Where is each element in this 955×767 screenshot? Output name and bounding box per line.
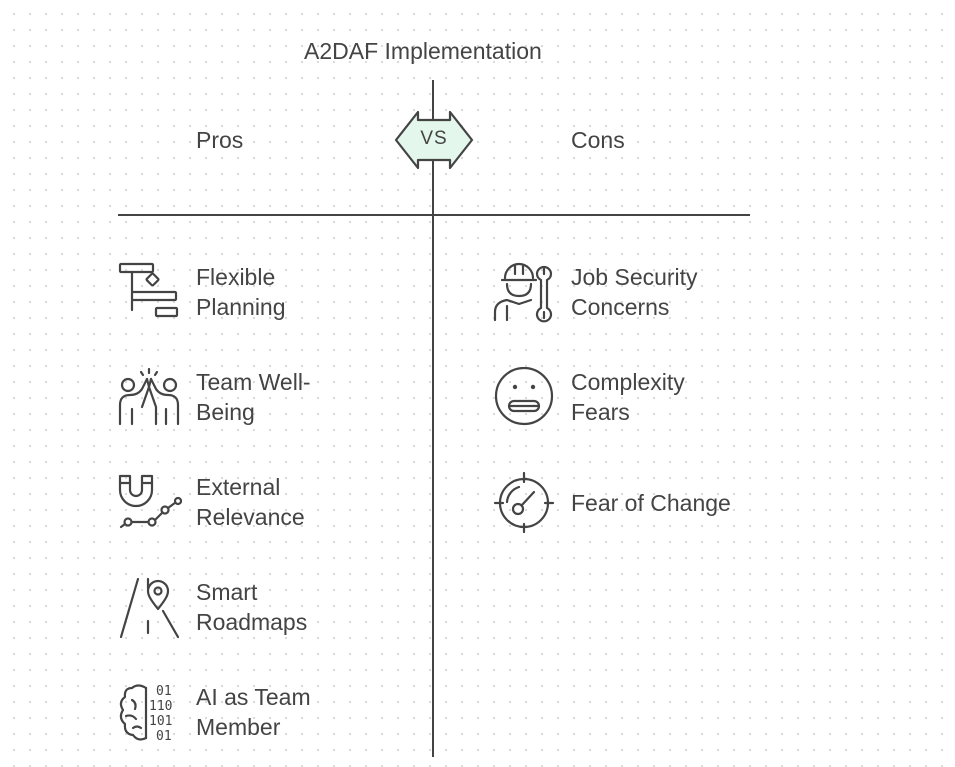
vs-label: VS [420, 128, 448, 149]
pro-label: Smart Roadmaps [196, 577, 396, 637]
pro-label-line2: Relevance [196, 504, 305, 530]
magnet-trend-icon [118, 472, 182, 536]
vs-badge-shape [394, 110, 474, 170]
pro-label-line1: Team Well- [196, 369, 311, 395]
svg-text:101: 101 [149, 714, 172, 729]
pro-label-line1: Flexible [196, 264, 276, 290]
pro-label-line2: Being [196, 399, 255, 425]
target-gauge-icon [493, 472, 557, 536]
pros-heading: Pros [196, 127, 244, 153]
svg-text:01: 01 [156, 729, 172, 744]
con-label-line2: Concerns [571, 294, 670, 320]
road-location-pin-icon [118, 577, 182, 641]
horizontal-divider [118, 214, 750, 216]
svg-text:01: 01 [156, 684, 172, 699]
cons-heading: Cons [571, 127, 625, 153]
worker-wrench-icon [493, 262, 557, 326]
svg-text:110: 110 [149, 699, 172, 714]
pro-label-line1: AI as Team [196, 684, 311, 710]
pro-label-line2: Member [196, 714, 281, 740]
con-label: Complexity Fears [571, 367, 771, 427]
con-label-line2: Fears [571, 399, 630, 425]
vs-badge: VS [394, 108, 474, 172]
con-label-line1: Fear of Change [571, 490, 731, 516]
con-label-line1: Job Security [571, 264, 698, 290]
con-label-line1: Complexity [571, 369, 685, 395]
pro-label-line2: Planning [196, 294, 286, 320]
vertical-divider [432, 80, 434, 757]
pro-label-line1: External [196, 474, 281, 500]
pro-label: External Relevance [196, 472, 396, 532]
pro-label-line1: Smart [196, 579, 258, 605]
pro-label: Team Well- Being [196, 367, 396, 427]
ai-brain-binary-icon: 01 110 101 01 [118, 682, 182, 746]
diagram-title: A2DAF Implementation [304, 38, 542, 64]
grimace-face-icon [493, 367, 557, 431]
con-label: Fear of Change [571, 488, 771, 518]
con-label: Job Security Concerns [571, 262, 771, 322]
high-five-icon [118, 367, 182, 431]
pro-label: AI as Team Member [196, 682, 396, 742]
pro-label: Flexible Planning [196, 262, 396, 322]
gantt-chart-icon [118, 262, 182, 326]
pro-label-line2: Roadmaps [196, 609, 308, 635]
